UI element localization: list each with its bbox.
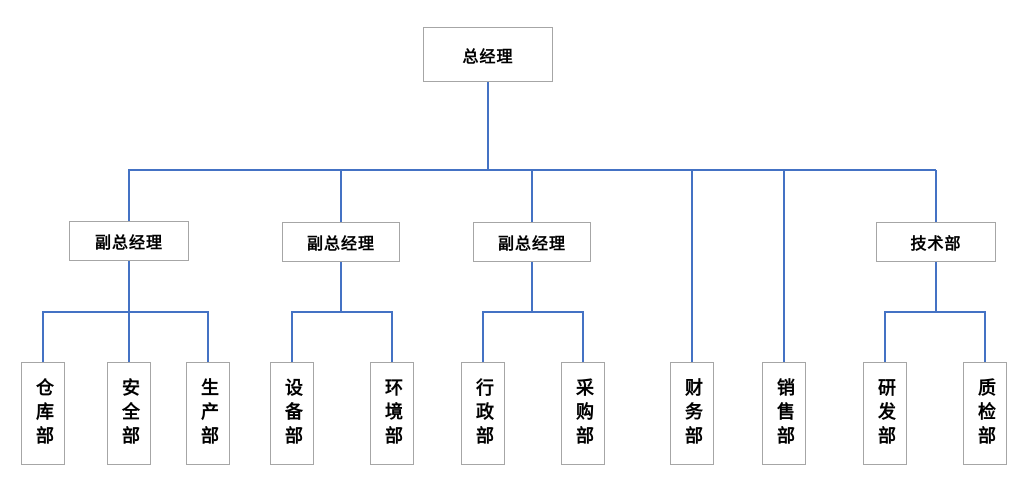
connector-line (691, 170, 693, 362)
connector-line (531, 170, 533, 222)
org-node-safety-dept[interactable]: 安全部 (107, 362, 151, 465)
connector-line (884, 312, 886, 362)
connector-line (482, 311, 584, 313)
org-node-general-manager[interactable]: 总经理 (423, 27, 553, 82)
connector-line (42, 311, 209, 313)
connector-line (884, 311, 986, 313)
connector-line (582, 312, 584, 362)
org-node-environment-dept[interactable]: 环境部 (370, 362, 414, 465)
org-node-tech-dept[interactable]: 技术部 (876, 222, 996, 262)
connector-line (487, 82, 489, 170)
connector-line (291, 312, 293, 362)
connector-line (935, 170, 937, 222)
org-node-qc-dept[interactable]: 质检部 (963, 362, 1007, 465)
org-node-deputy-gm-1[interactable]: 副总经理 (69, 221, 189, 261)
org-node-procurement-dept[interactable]: 采购部 (561, 362, 605, 465)
org-node-deputy-gm-3[interactable]: 副总经理 (473, 222, 591, 262)
connector-line (984, 312, 986, 362)
connector-line (531, 262, 533, 312)
org-node-equipment-dept[interactable]: 设备部 (270, 362, 314, 465)
connector-line (482, 312, 484, 362)
connector-line (935, 262, 937, 312)
org-node-deputy-gm-2[interactable]: 副总经理 (282, 222, 400, 262)
org-node-admin-dept[interactable]: 行政部 (461, 362, 505, 465)
connector-line (291, 311, 393, 313)
connector-line (391, 312, 393, 362)
connector-line (340, 170, 342, 222)
connector-line (207, 312, 209, 362)
connector-line (340, 262, 342, 312)
org-node-sales-dept[interactable]: 销售部 (762, 362, 806, 465)
org-node-rnd-dept[interactable]: 研发部 (863, 362, 907, 465)
connector-line (783, 170, 785, 362)
connector-line (42, 312, 44, 362)
org-node-warehouse-dept[interactable]: 仓库部 (21, 362, 65, 465)
connector-line (128, 170, 130, 221)
org-node-finance-dept[interactable]: 财务部 (670, 362, 714, 465)
org-node-production-dept[interactable]: 生产部 (186, 362, 230, 465)
